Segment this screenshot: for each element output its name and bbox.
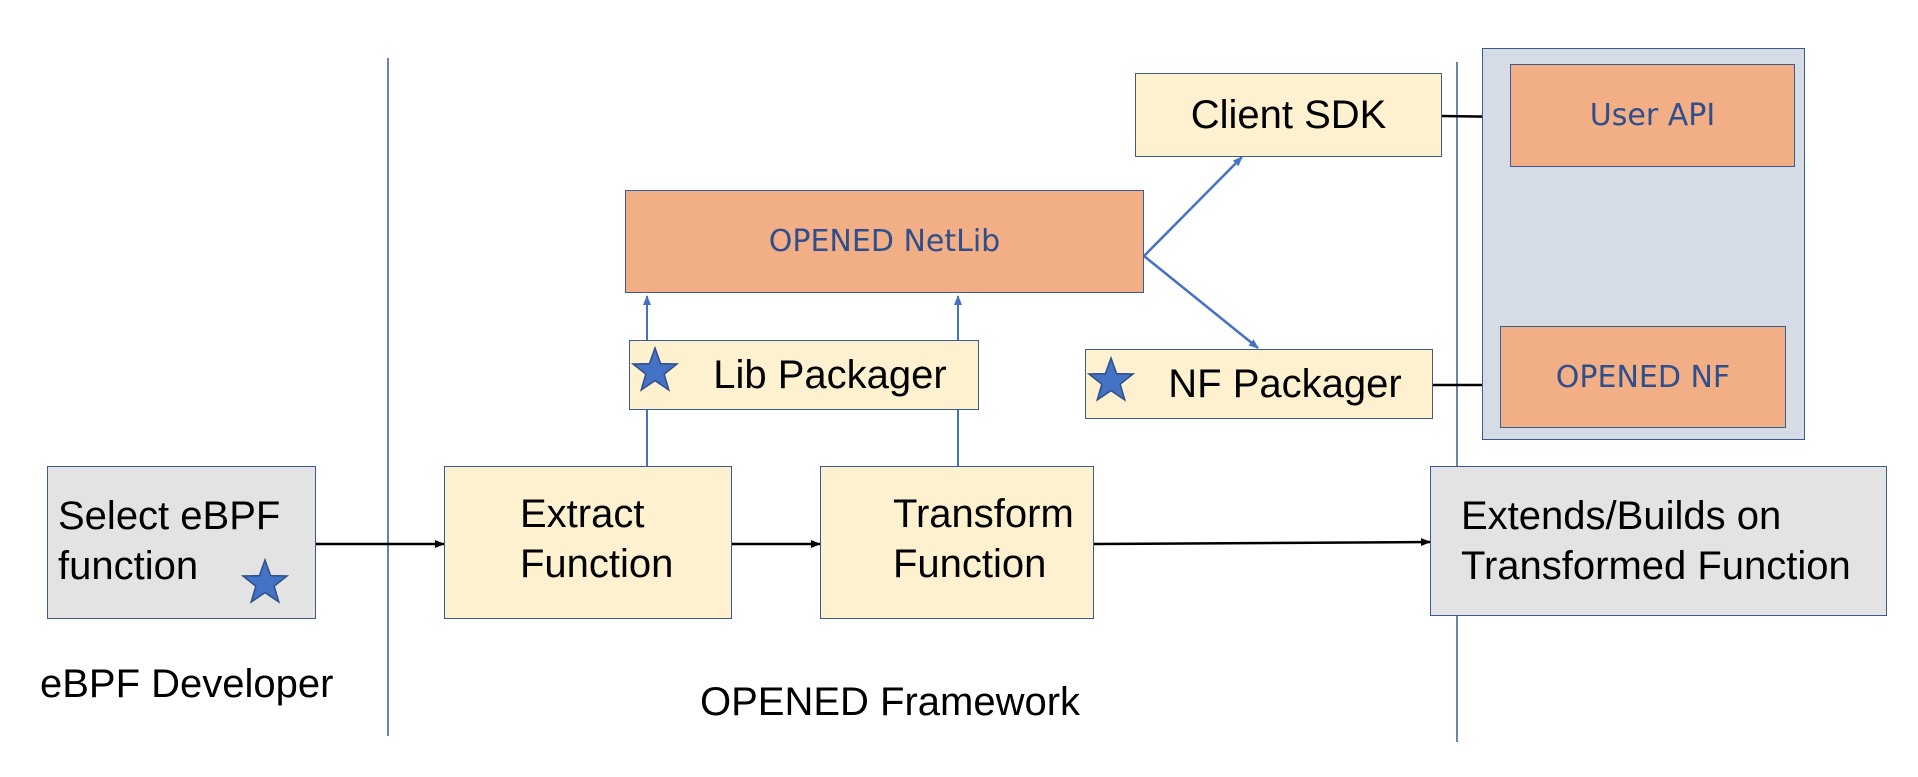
nf-packager-box: NF Packager (1085, 349, 1433, 419)
opened-nf-box: OPENED NF (1500, 326, 1786, 428)
opened-framework-label: OPENED Framework (700, 680, 1081, 724)
user-api-box: User API (1510, 64, 1795, 167)
star-icon (1087, 356, 1135, 402)
star-icon (631, 346, 679, 392)
extends-builds-box: Extends/Builds on Transformed Function (1430, 466, 1887, 616)
client-sdk-text: Client SDK (1190, 93, 1387, 137)
extract-function-text: Extract Function (520, 492, 674, 586)
transform-function-box: Transform Function (820, 466, 1094, 619)
nf-packager-text: NF Packager (1168, 362, 1402, 406)
extends-builds-text: Extends/Builds on Transformed Function (1461, 494, 1851, 588)
star-icon (241, 558, 289, 604)
arrow-transform-to-extends (1093, 538, 1431, 547)
arrow-netlib-to-sdk (1143, 156, 1243, 257)
arrow-netlib-to-nfpackager (1143, 255, 1259, 349)
lib-packager-box: Lib Packager (629, 340, 979, 410)
ebpf-developer-label: eBPF Developer (40, 662, 334, 706)
select-ebpf-function-text: Select eBPF function (58, 494, 281, 588)
extract-function-box: Extract Function (444, 466, 732, 619)
opened-netlib-box: OPENED NetLib (625, 190, 1144, 293)
opened-netlib-text: OPENED NetLib (768, 224, 1001, 259)
user-api-text: User API (1589, 98, 1716, 133)
client-sdk-box: Client SDK (1135, 73, 1442, 157)
transform-function-text: Transform Function (893, 492, 1074, 586)
opened-nf-text: OPENED NF (1555, 359, 1731, 395)
lib-packager-text: Lib Packager (713, 353, 947, 397)
